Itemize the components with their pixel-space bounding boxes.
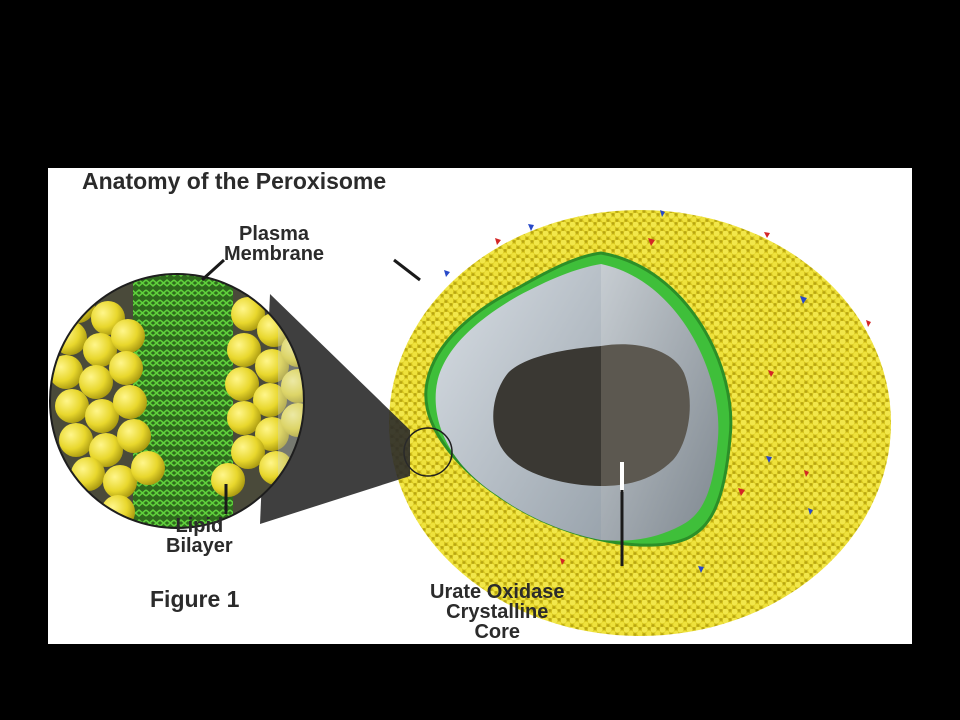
inset-border — [49, 273, 305, 529]
peroxisome-diagram — [49, 210, 891, 636]
diagram-title: Anatomy of the Peroxisome — [82, 168, 387, 194]
figure-panel: Anatomy of the Peroxisome Plasma Membran… — [48, 168, 912, 644]
core-right — [601, 344, 690, 486]
plasma-pointer-left — [200, 258, 226, 282]
surface-proteins — [444, 210, 871, 573]
magnifier-cone — [260, 294, 410, 524]
plasma-pointer-right — [393, 258, 421, 282]
core-label: Urate Oxidase Crystalline Core — [430, 581, 565, 643]
figure-caption: Figure 1 — [150, 586, 240, 612]
plasma-membrane-label: Plasma Membrane — [224, 223, 325, 265]
lipid-bilayer-label: Lipid Bilayer — [166, 515, 233, 557]
core-left — [493, 346, 601, 486]
